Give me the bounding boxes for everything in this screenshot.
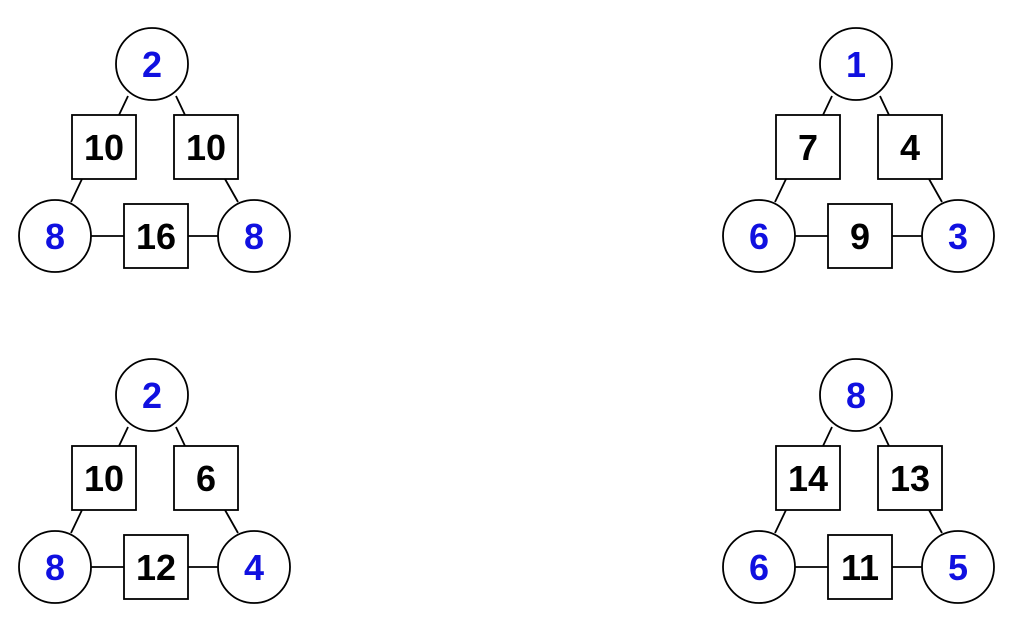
connector-line <box>928 509 943 534</box>
circle-shape <box>819 27 893 101</box>
circle-value: 6 <box>749 216 769 257</box>
connector-line <box>118 95 129 116</box>
square-shape <box>71 445 137 511</box>
square-value: 7 <box>798 127 818 168</box>
square-value: 10 <box>186 127 226 168</box>
connector-line <box>822 95 833 116</box>
puzzle-triangle-4: 8 6 5 14 13 11 <box>722 358 995 604</box>
square-node-right: 4 <box>877 114 943 180</box>
square-node-left: 7 <box>775 114 841 180</box>
square-node-left: 10 <box>71 114 137 180</box>
circle-value: 8 <box>846 375 866 416</box>
connector-line <box>224 178 239 203</box>
square-value: 14 <box>788 458 828 499</box>
square-value: 4 <box>900 127 920 168</box>
square-value: 13 <box>890 458 930 499</box>
connector-line <box>118 426 129 447</box>
circle-value: 4 <box>244 547 264 588</box>
square-value: 9 <box>850 216 870 257</box>
circle-node-left: 8 <box>18 530 92 604</box>
circle-shape <box>115 358 189 432</box>
connector-line <box>224 509 239 534</box>
connector-line <box>774 178 787 203</box>
circle-shape <box>217 530 291 604</box>
circle-node-top: 2 <box>115 358 189 432</box>
square-shape <box>775 114 841 180</box>
connector-line <box>822 426 833 447</box>
circle-node-left: 6 <box>722 530 796 604</box>
circle-shape <box>115 27 189 101</box>
circle-value: 5 <box>948 547 968 588</box>
connector-line <box>928 178 943 203</box>
square-shape <box>877 114 943 180</box>
connector-line <box>879 95 890 116</box>
circle-shape <box>18 199 92 273</box>
square-value: 10 <box>84 127 124 168</box>
square-shape <box>71 114 137 180</box>
connector-line <box>70 509 83 534</box>
square-shape <box>827 534 893 600</box>
square-node-right: 10 <box>173 114 239 180</box>
square-node-bottom: 11 <box>827 534 893 600</box>
square-node-bottom: 12 <box>123 534 189 600</box>
circle-node-top: 8 <box>819 358 893 432</box>
circle-value: 8 <box>45 547 65 588</box>
circle-shape <box>819 358 893 432</box>
connector-line <box>879 426 890 447</box>
square-value: 12 <box>136 547 176 588</box>
square-value: 11 <box>841 547 879 588</box>
circle-node-top: 2 <box>115 27 189 101</box>
square-shape <box>173 114 239 180</box>
circle-node-right: 3 <box>921 199 995 273</box>
square-shape <box>123 203 189 269</box>
square-value: 16 <box>136 216 176 257</box>
square-shape <box>123 534 189 600</box>
square-shape <box>827 203 893 269</box>
circle-node-left: 8 <box>18 199 92 273</box>
circle-value: 8 <box>244 216 264 257</box>
puzzle-triangle-3: 2 8 4 10 6 12 <box>18 358 291 604</box>
square-node-left: 14 <box>775 445 841 511</box>
circle-value: 6 <box>749 547 769 588</box>
square-node-left: 10 <box>71 445 137 511</box>
connector-line <box>175 95 186 116</box>
square-value: 10 <box>84 458 124 499</box>
circle-value: 3 <box>948 216 968 257</box>
square-node-right: 6 <box>173 445 239 511</box>
square-shape <box>775 445 841 511</box>
connector-line <box>175 426 186 447</box>
square-value: 6 <box>196 458 216 499</box>
circle-node-right: 4 <box>217 530 291 604</box>
square-shape <box>877 445 943 511</box>
circle-value: 2 <box>142 44 162 85</box>
square-node-right: 13 <box>877 445 943 511</box>
circle-node-left: 6 <box>722 199 796 273</box>
puzzle-triangle-1: 2 8 8 10 10 16 <box>18 27 291 273</box>
circle-value: 2 <box>142 375 162 416</box>
connector-line <box>774 509 787 534</box>
circle-shape <box>722 530 796 604</box>
circle-node-right: 5 <box>921 530 995 604</box>
puzzle-triangle-2: 1 6 3 7 4 9 <box>722 27 995 273</box>
circle-shape <box>921 530 995 604</box>
circle-value: 8 <box>45 216 65 257</box>
connector-line <box>70 178 83 203</box>
square-node-bottom: 9 <box>827 203 893 269</box>
square-node-bottom: 16 <box>123 203 189 269</box>
circle-node-right: 8 <box>217 199 291 273</box>
circle-value: 1 <box>846 44 866 85</box>
circle-shape <box>921 199 995 273</box>
square-shape <box>173 445 239 511</box>
circle-shape <box>217 199 291 273</box>
circle-node-top: 1 <box>819 27 893 101</box>
circle-shape <box>722 199 796 273</box>
circle-shape <box>18 530 92 604</box>
